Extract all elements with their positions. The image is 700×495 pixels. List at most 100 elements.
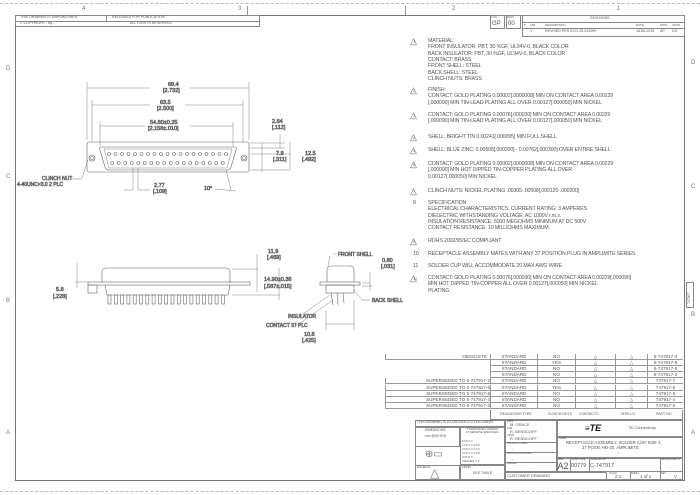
- clinch-nut-spec: 4-40UNC×3.0 2 PLC: [17, 182, 63, 188]
- solder-cup: [145, 294, 150, 305]
- note-line: [.000090] MIN TIN-LEAD PLATING ALL OVER …: [428, 118, 602, 125]
- shells-flag-icon: △: [615, 378, 647, 385]
- divider: [505, 462, 557, 463]
- contacts-flag-icon: △: [575, 372, 615, 379]
- solder-cup: [139, 294, 143, 305]
- customer-drawing-box: [505, 472, 607, 480]
- dist-box: [506, 15, 521, 29]
- contact-pin: [168, 161, 173, 165]
- controlled-text: THIS DRAWING IS A CONTROLLED DOCUMENT.: [417, 420, 495, 424]
- weight-label: WEIGHT: [507, 461, 518, 465]
- shells-flag-icon: △: [615, 384, 647, 391]
- finish-value: SEE TABLE: [473, 471, 493, 475]
- flag-number: 5: [413, 148, 416, 153]
- solder-cup: [114, 294, 118, 305]
- restricted-label: RESTRICTED TO: [661, 457, 681, 461]
- revision-header: DESCRIPTION: [545, 22, 566, 27]
- note-line: MIN HOT DIPPED TIN-COPPER ALL OVER 0.001…: [428, 281, 598, 288]
- zone-label: C: [6, 174, 11, 180]
- dim-12-5-in: [.492]: [302, 157, 316, 163]
- table-note: OBSOLETE: [385, 354, 490, 361]
- part-number: 5-747917-5: [647, 366, 683, 373]
- solder-cup: [164, 294, 168, 305]
- flag-number: 3: [413, 113, 416, 118]
- dist-label: DIST: [507, 15, 514, 19]
- contact-pin: [133, 152, 137, 156]
- table-note: SUPERSEDED TO 5-747917-2: [385, 402, 490, 409]
- apvd-value: R. BENSCOFF: [510, 436, 537, 441]
- back-shell-label: BACK SHELL: [372, 298, 403, 304]
- front-shell-label: FRONT SHELL: [338, 252, 373, 258]
- name-label: NAME: [559, 436, 567, 440]
- contact-pin: [129, 161, 134, 165]
- dim-pitch: 2.77: [154, 183, 165, 189]
- dim-5-8: 5.8: [56, 287, 64, 293]
- note-line: CLINCH NUTS: NICKEL PLATING .00305-.0050…: [428, 188, 580, 194]
- dim-angle: 10°: [204, 186, 212, 192]
- solder-cup: [132, 294, 137, 305]
- revision-flag-icon: △5: [410, 145, 417, 155]
- note-line: FRONT SHELL: STEEL: [428, 63, 482, 70]
- tolerance-line: ANGLES ± 2°: [462, 459, 481, 463]
- end-view: [295, 253, 372, 330]
- contact-pin: [178, 152, 183, 156]
- table-note: SUPERSEDED TO 5-747917-4: [385, 396, 490, 403]
- dim-2-84: 2.84: [272, 119, 283, 125]
- contact-pin: [217, 152, 222, 156]
- revision-header: LTR: [530, 22, 536, 27]
- drawing-frame: [15, 15, 685, 481]
- part-number: 747917-7: [647, 378, 683, 385]
- front-view: [70, 82, 291, 192]
- revision-cell: 16JUL2015: [636, 29, 655, 33]
- loc-label: LOC: [491, 15, 498, 19]
- dims-label: DIMENSIONS:: [425, 428, 447, 432]
- note-line: PLATING: [428, 287, 450, 294]
- note-line: MATERIAL:: [428, 38, 455, 44]
- contacts-flag-icon: △: [575, 354, 615, 361]
- controlled-box: [415, 420, 505, 427]
- contact-pin: [198, 152, 202, 156]
- solder-cup: [107, 294, 112, 305]
- contact-pin: [191, 152, 196, 156]
- clinch-nut-label: CLINCH NUT: [42, 176, 72, 182]
- table-note: SUPERSEDED TO 5-747917-6: [385, 384, 490, 391]
- note-line: SHELL: BLUE ZINC: 0.00508[.000200] - 0.0…: [428, 147, 611, 153]
- parts-table-header: PACKAGING TYPE CLINCH NUTS CONTACTS SHEL…: [490, 410, 683, 420]
- contact-pin: [188, 161, 193, 165]
- name-box: [557, 437, 683, 458]
- contact-pin: [175, 161, 180, 165]
- shells-flag-icon: △: [615, 402, 647, 409]
- contact-pin: [116, 161, 121, 165]
- packaging-type: STANDARD: [490, 366, 537, 373]
- dim-14-90-in: [.587±.015]: [264, 284, 292, 290]
- dim-pitch-in: [.109]: [153, 189, 167, 195]
- note-line: SPECIFICATION: [428, 200, 467, 206]
- note-line: 0.00127[.000050] MIN NICKEL: [428, 173, 497, 180]
- product-spec-label: PRODUCT SPEC: [507, 441, 528, 445]
- contact-pin: [120, 152, 124, 156]
- zone-divider: [247, 6, 248, 15]
- app-spec-label: APPLICATION SPEC: [507, 451, 532, 455]
- sheet-label: SHEET: [631, 471, 639, 475]
- clinch-nuts: NO: [537, 402, 575, 409]
- zone-label: A: [6, 430, 11, 436]
- note-line: CONTACT: GOLD PLATING 0.00076[.000030] M…: [428, 275, 631, 281]
- contacts-flag-icon: △: [575, 390, 615, 397]
- divider: [505, 442, 557, 443]
- divider: [106, 15, 107, 21]
- contact-pin: [107, 152, 111, 156]
- size-value: A2: [557, 461, 569, 471]
- divider: [522, 22, 685, 23]
- table-note: SUPERSEDED TO 5-747917-2: [385, 378, 490, 385]
- dim-11-9: 11.9: [268, 249, 278, 255]
- table-note: SUPERSEDED TO 5-747917-5: [385, 390, 490, 397]
- dim-7-9-in: [.311]: [273, 157, 287, 163]
- revision-flag-icon: △1: [410, 36, 417, 46]
- copyright-text: © COPYRIGHT - By -: [20, 21, 55, 25]
- contact-pin: [211, 152, 215, 156]
- note-line: ROHS 2002/95/EC COMPLIANT: [428, 238, 502, 244]
